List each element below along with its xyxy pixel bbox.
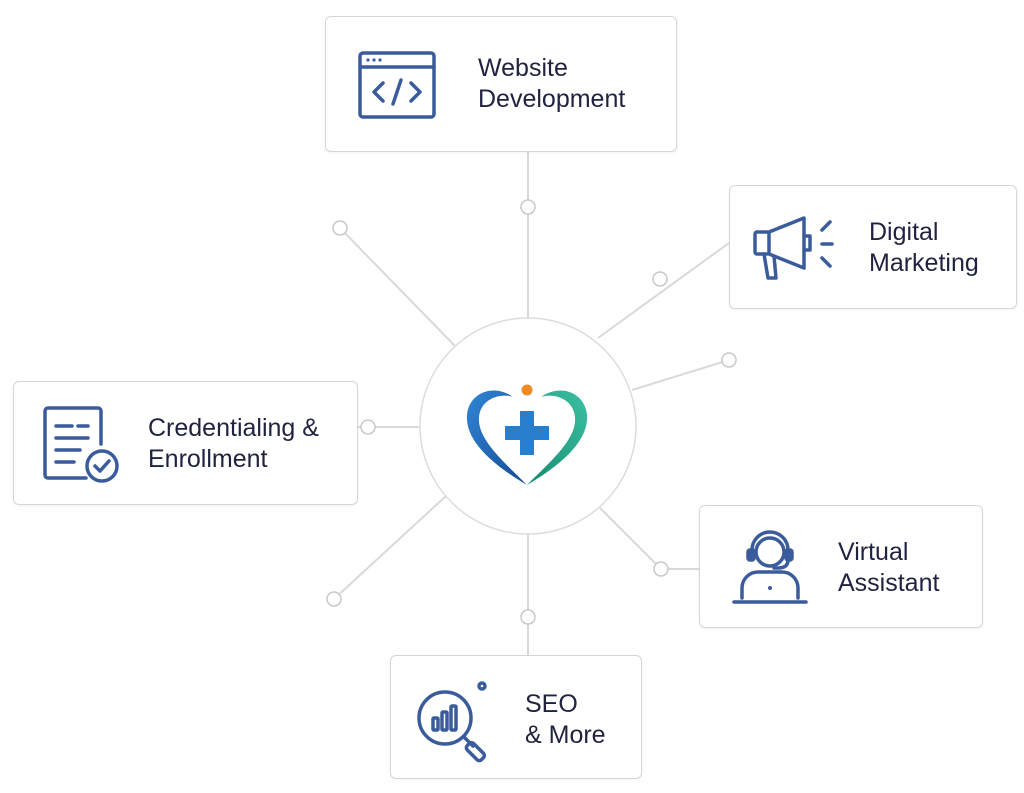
- service-card-virtual-assistant: Virtual Assistant: [699, 505, 983, 628]
- connector-upper-left: [339, 227, 456, 347]
- connector-lower-left: [333, 495, 447, 600]
- service-label: Credentialing & Enrollment: [148, 414, 319, 473]
- node-va: [653, 561, 669, 577]
- service-card-digital-marketing: Digital Marketing: [729, 185, 1017, 309]
- connector-right-spur: [631, 359, 730, 391]
- node-seo: [520, 609, 536, 625]
- node-upper-left: [332, 220, 348, 236]
- node-web: [520, 199, 536, 215]
- service-label: SEO & More: [525, 690, 606, 749]
- service-label: Virtual Assistant: [838, 538, 940, 597]
- node-lower-left: [326, 591, 342, 607]
- connector-dm: [597, 242, 730, 339]
- service-card-seo-more: SEO & More: [390, 655, 642, 779]
- connector-va: [599, 507, 662, 570]
- headset-agent-icon: [730, 528, 810, 608]
- node-dm: [652, 271, 668, 287]
- megaphone-icon: [752, 214, 842, 284]
- document-check-icon: [42, 406, 122, 486]
- service-card-website-development: Website Development: [325, 16, 677, 152]
- service-card-credentialing-enrollment: Credentialing & Enrollment: [13, 381, 358, 505]
- magnifier-chart-icon: [415, 680, 499, 764]
- service-label: Digital Marketing: [869, 218, 979, 277]
- hub-logo: [463, 381, 593, 491]
- service-label: Website Development: [478, 54, 626, 113]
- node-right-spur: [721, 352, 737, 368]
- node-cred: [360, 419, 376, 435]
- code-window-icon: [357, 50, 437, 120]
- heart-medical-cross-logo: [466, 384, 588, 485]
